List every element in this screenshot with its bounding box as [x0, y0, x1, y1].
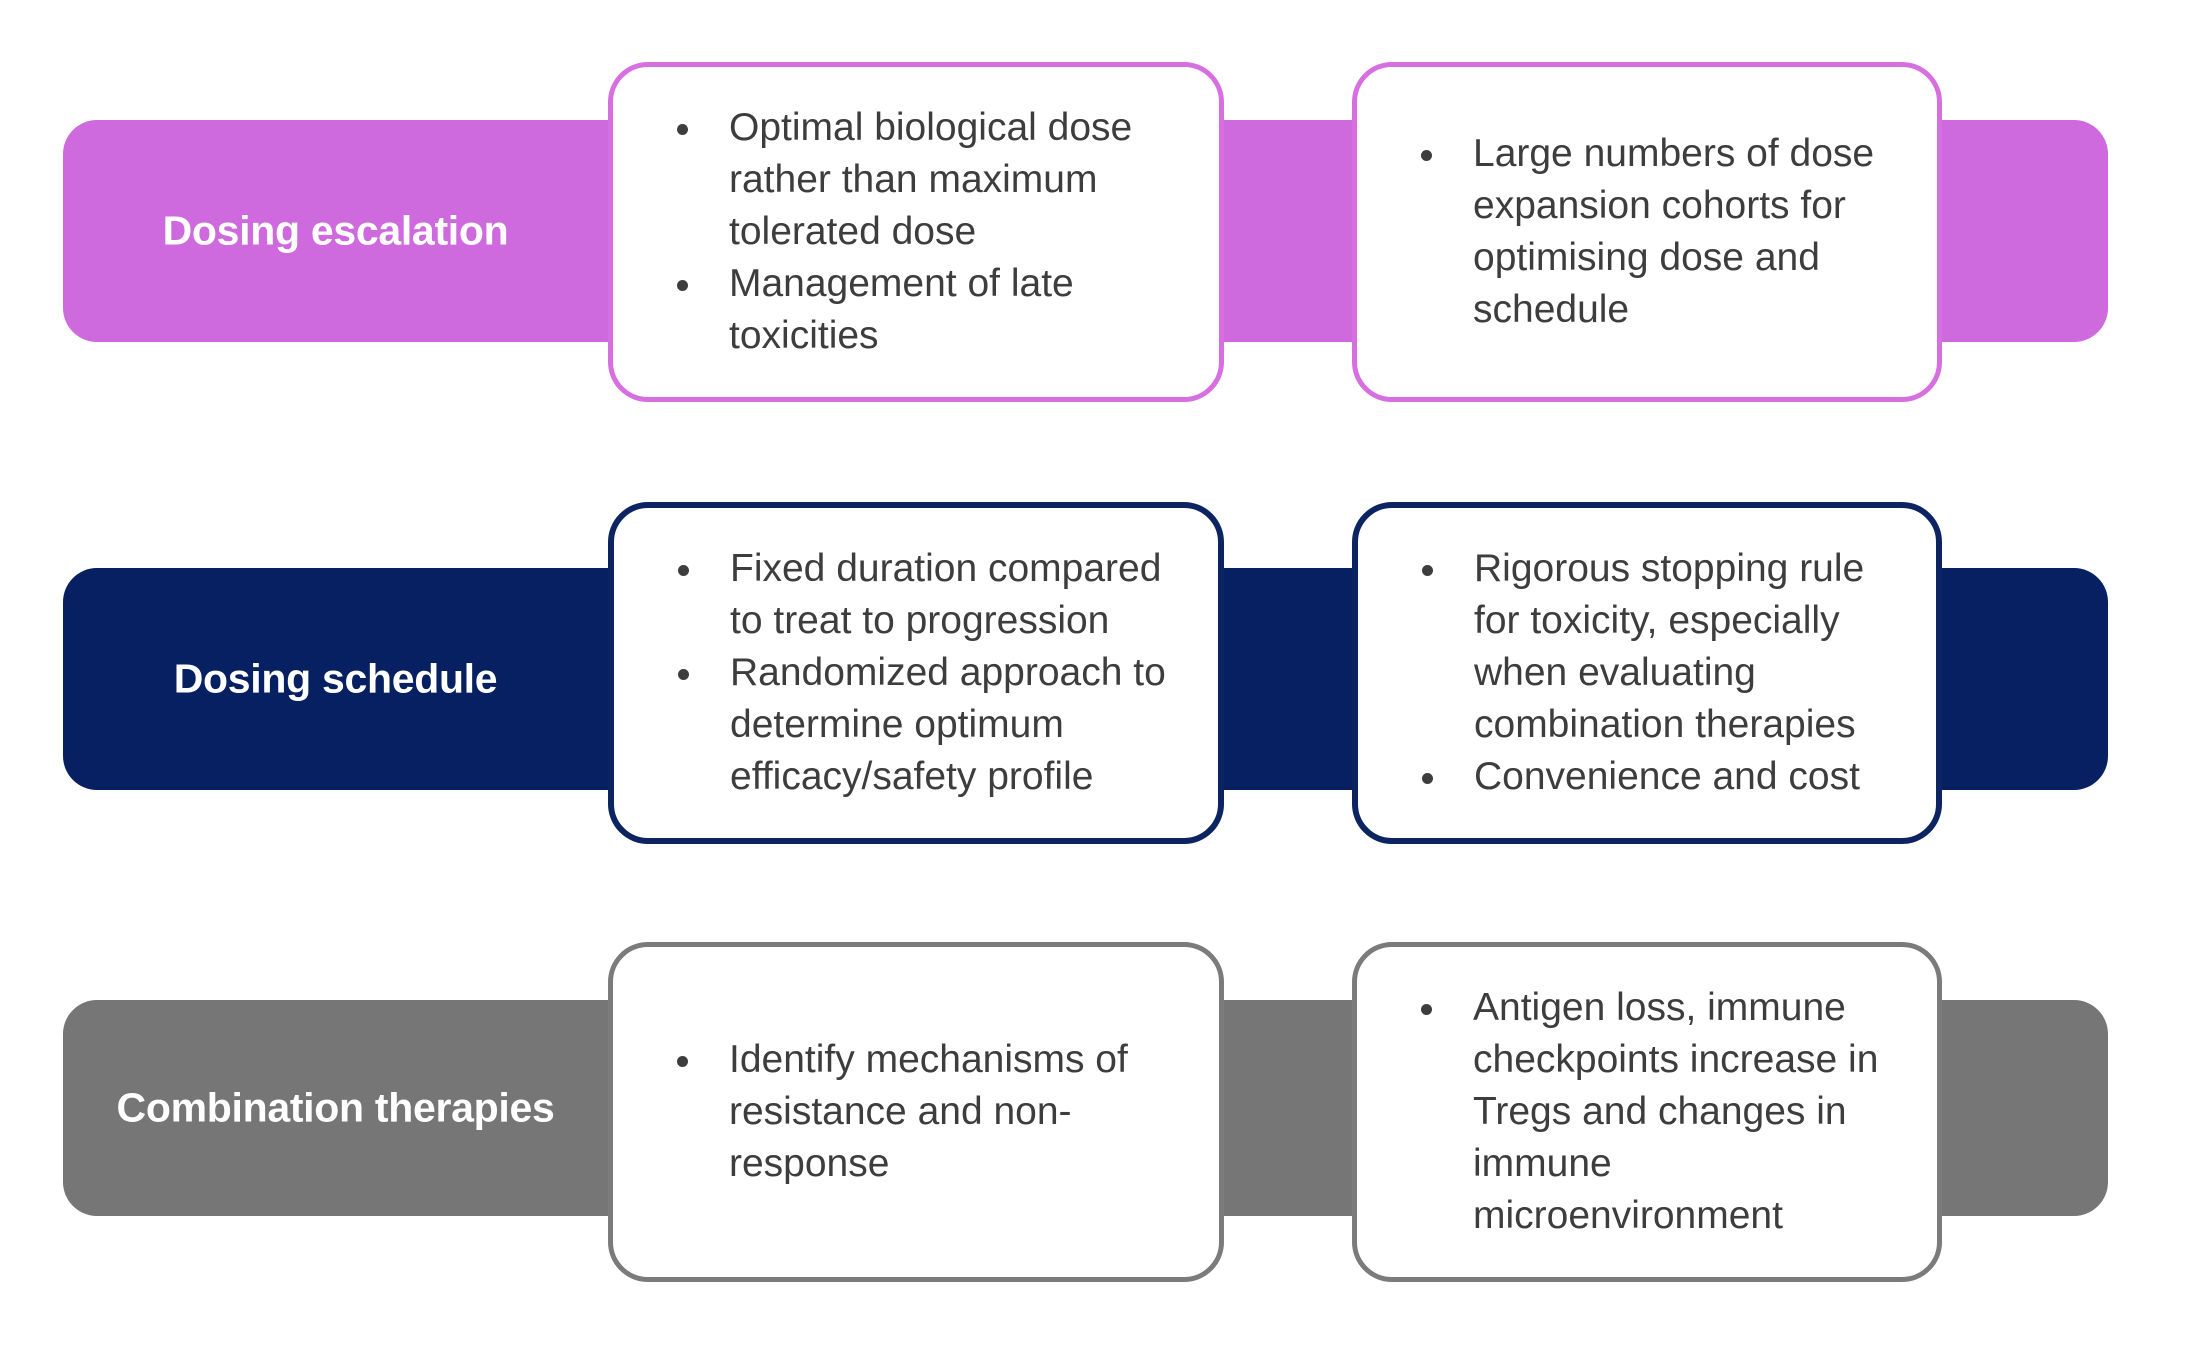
bullet-item: Fixed duration compared to treat to prog…: [654, 543, 1184, 647]
detail-card-dosing-schedule-2: Rigorous stopping rule for toxicity, esp…: [1352, 502, 1942, 844]
detail-card-dosing-escalation-2: Large numbers of dose expansion cohorts …: [1352, 62, 1942, 402]
bullet-list: Identify mechanisms of resistance and no…: [613, 1034, 1219, 1190]
diagram-row-dosing-escalation: Dosing escalation Optimal biological dose…: [0, 0, 2188, 450]
bullet-list: Fixed duration compared to treat to prog…: [614, 543, 1218, 802]
bullet-text: Antigen loss, immune checkpoints increas…: [1473, 986, 1879, 1237]
bullet-dot-icon: [1422, 565, 1433, 577]
bullet-list: Antigen loss, immune checkpoints increas…: [1357, 982, 1937, 1241]
bullet-text: Fixed duration compared to treat to prog…: [730, 547, 1162, 643]
bullet-dot-icon: [677, 279, 688, 291]
bullet-item: Antigen loss, immune checkpoints increas…: [1397, 982, 1903, 1241]
bullet-text: Convenience and cost: [1474, 754, 1860, 798]
bullet-text: Randomized approach to determine optimum…: [730, 651, 1166, 798]
bullet-text: Identify mechanisms of resistance and no…: [729, 1038, 1128, 1185]
bullet-list: Optimal biological dose rather than maxi…: [613, 102, 1219, 361]
bullet-dot-icon: [677, 124, 688, 136]
category-label-dosing-escalation: Dosing escalation: [162, 207, 509, 254]
detail-card-combination-therapies-2: Antigen loss, immune checkpoints increas…: [1352, 942, 1942, 1282]
bullet-text: Rigorous stopping rule for toxicity, esp…: [1474, 547, 1865, 746]
category-label-combination-therapies: Combination therapies: [116, 1084, 555, 1131]
bullet-dot-icon: [1421, 1004, 1432, 1016]
bullet-list: Large numbers of dose expansion cohorts …: [1357, 128, 1937, 335]
bullet-item: Convenience and cost: [1398, 751, 1902, 803]
detail-card-combination-therapies-1: Identify mechanisms of resistance and no…: [608, 942, 1224, 1282]
diagram-row-combination-therapies: Combination therapies Identify mechanisms…: [0, 880, 2188, 1350]
bullet-item: Identify mechanisms of resistance and no…: [653, 1034, 1185, 1190]
bullet-list: Rigorous stopping rule for toxicity, esp…: [1358, 543, 1936, 802]
detail-card-dosing-escalation-1: Optimal biological dose rather than maxi…: [608, 62, 1224, 402]
bullet-text: Optimal biological dose rather than maxi…: [729, 106, 1133, 254]
bullet-item: Randomized approach to determine optimum…: [654, 647, 1184, 803]
bullet-item: Management of late toxicities: [653, 258, 1185, 362]
category-label-dosing-schedule: Dosing schedule: [173, 655, 498, 702]
detail-card-dosing-schedule-1: Fixed duration compared to treat to prog…: [608, 502, 1224, 844]
bullet-dot-icon: [678, 565, 689, 577]
bullet-text: Large numbers of dose expansion cohorts …: [1473, 132, 1875, 331]
bullet-item: Optimal biological dose rather than maxi…: [653, 102, 1185, 258]
bullet-dot-icon: [677, 1056, 688, 1068]
bullet-dot-icon: [678, 668, 689, 680]
bullet-dot-icon: [1421, 150, 1432, 162]
diagram-row-dosing-schedule: Dosing schedule Fixed duration compared t…: [0, 440, 2188, 890]
bullet-text: Management of late toxicities: [729, 261, 1074, 357]
bullet-item: Rigorous stopping rule for toxicity, esp…: [1398, 543, 1902, 750]
bullet-dot-icon: [1422, 772, 1433, 784]
bullet-item: Large numbers of dose expansion cohorts …: [1397, 128, 1903, 335]
